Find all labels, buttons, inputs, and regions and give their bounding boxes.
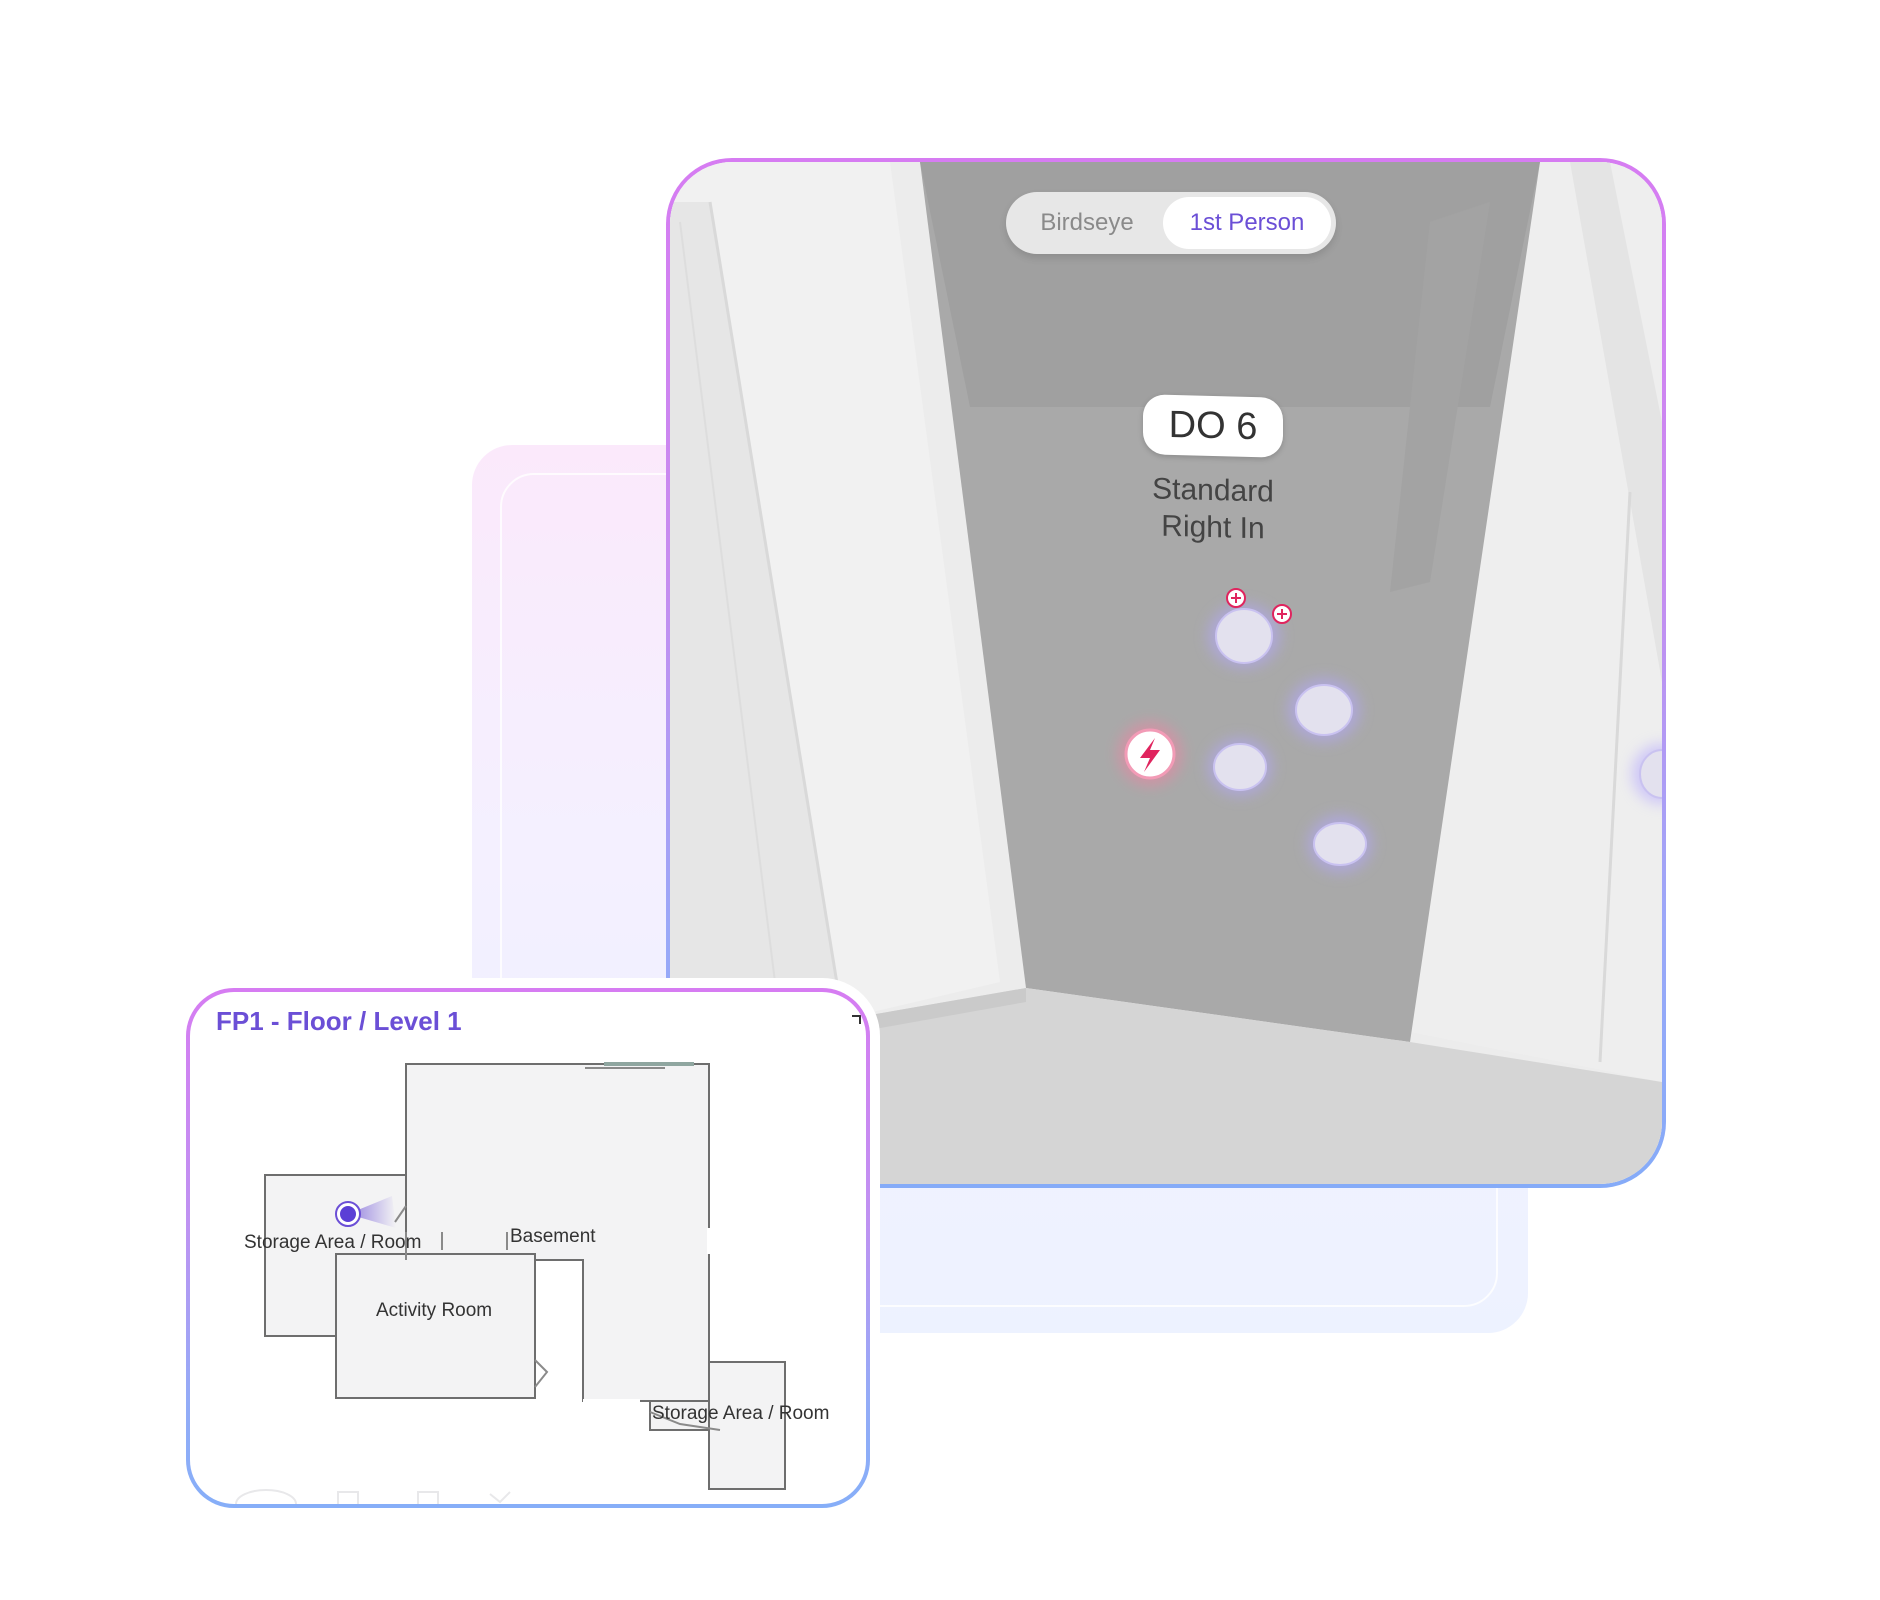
device-description-line2: Right In <box>1161 509 1265 546</box>
view-cone <box>348 1196 396 1228</box>
room-label-storage-left[interactable]: Storage Area / Room <box>244 1232 422 1253</box>
lightning-bolt-icon <box>1118 722 1182 786</box>
wall-line <box>679 221 781 1023</box>
device-description: Standard Right In <box>1113 469 1313 548</box>
room-outlines <box>264 1063 786 1490</box>
room-label-basement[interactable]: Basement <box>510 1226 596 1247</box>
sensor-marker-group <box>1208 738 1272 796</box>
first-person-tab[interactable]: 1st Person <box>1163 197 1331 249</box>
floor-plan-drawing <box>235 1015 861 1504</box>
room-label-storage-right[interactable]: Storage Area / Room <box>652 1403 830 1424</box>
wall-line <box>1598 491 1632 1063</box>
floor-plan-canvas[interactable]: FP1 - Floor / Level 1 <box>190 992 866 1504</box>
room-storage-connector <box>649 1400 710 1431</box>
ceiling-panel <box>1390 202 1490 592</box>
birdseye-tab[interactable]: Birdseye <box>1040 209 1134 236</box>
left-door-frame <box>670 202 840 1022</box>
plus-icon <box>1272 604 1292 624</box>
expand-icon <box>852 1015 861 1024</box>
room-activity <box>335 1253 536 1399</box>
device-code-label[interactable]: DO 6 <box>1143 394 1283 458</box>
room-storage-right <box>708 1361 786 1490</box>
floor-plan-minimap[interactable]: FP1 - Floor / Level 1 <box>186 988 870 1508</box>
sensor-marker-group <box>1632 744 1662 804</box>
sensor-marker-group <box>1288 678 1360 742</box>
device-description-line1: Standard <box>1152 472 1274 509</box>
right-wall-edge <box>1570 162 1662 682</box>
floor-edge <box>830 988 1026 1037</box>
plus-icon <box>1226 588 1246 608</box>
sensor-marker-group <box>1308 815 1372 873</box>
floor-plan-title: FP1 - Floor / Level 1 <box>216 1006 462 1036</box>
floor <box>670 988 1662 1184</box>
current-position-icon <box>335 1201 361 1227</box>
room-label-activity[interactable]: Activity Room <box>376 1300 493 1321</box>
sensor-marker-group <box>1208 604 1280 668</box>
view-mode-toggle[interactable]: Birdseye 1st Person <box>1006 192 1336 254</box>
minimap-controls <box>235 1489 511 1504</box>
wall-line <box>708 201 842 1003</box>
wall-details <box>394 1067 721 1431</box>
